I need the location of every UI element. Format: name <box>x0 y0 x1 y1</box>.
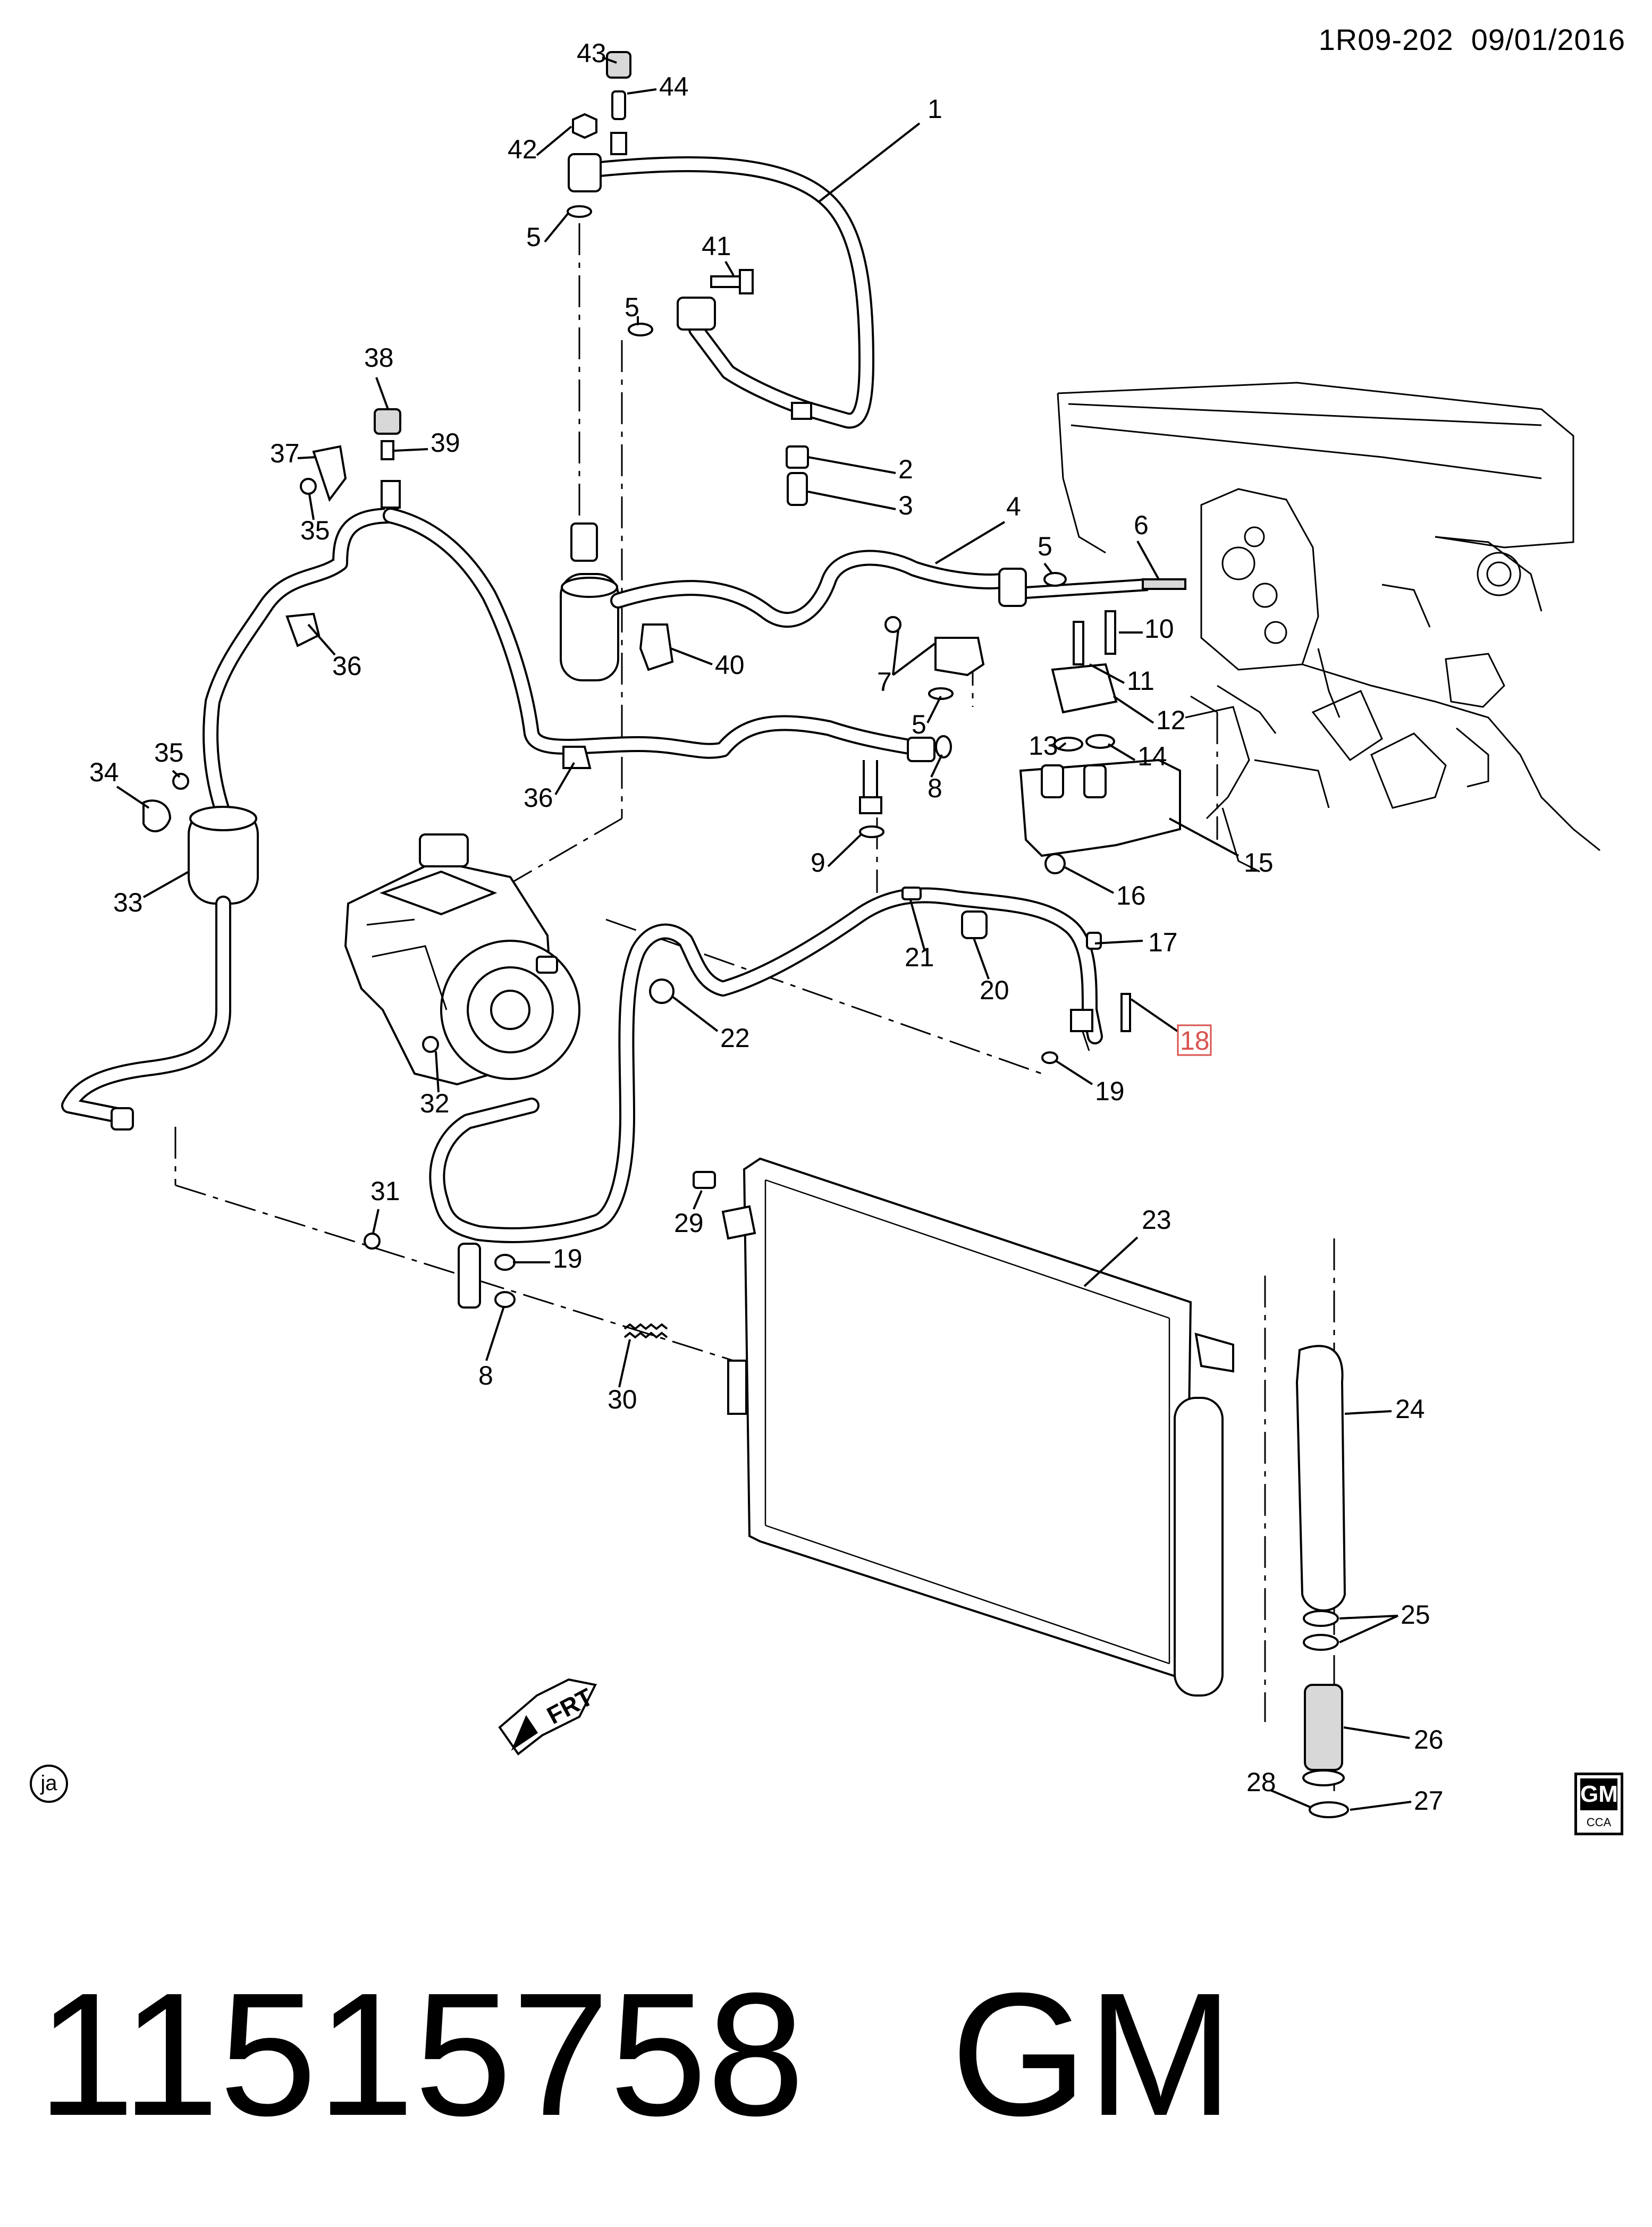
hose-4 <box>610 550 1186 628</box>
brand-name: GM <box>950 1956 1234 2152</box>
callout-1: 1 <box>928 94 942 124</box>
callout-32: 32 <box>420 1089 450 1118</box>
callout-6: 6 <box>1134 510 1149 540</box>
gm-logo-sub: CCA <box>1586 1816 1612 1829</box>
callout-19: 19 <box>553 1244 583 1273</box>
artist-initials: ja <box>40 1772 57 1795</box>
callout-36: 36 <box>524 783 553 813</box>
hose-1 <box>568 153 874 429</box>
spring-30 <box>623 1323 668 1339</box>
callout-40: 40 <box>715 650 745 680</box>
callout-18: 18 <box>1180 1026 1210 1056</box>
expansion-valve <box>1019 610 1181 874</box>
bracket-7 <box>884 616 985 700</box>
callout-8: 8 <box>928 773 942 803</box>
callout-7: 7 <box>877 667 892 697</box>
upper-service-fittings <box>300 408 401 502</box>
diagram-date: 09/01/2016 <box>1471 23 1625 56</box>
callout-22: 22 <box>720 1023 750 1053</box>
callout-15: 15 <box>1244 848 1274 878</box>
callout-5: 5 <box>1038 532 1052 561</box>
part-number-caption: 11515758 GM <box>37 1967 1233 2142</box>
callout-34: 34 <box>89 757 119 787</box>
diagram-code: 1R09-202 <box>1318 23 1454 56</box>
callout-38: 38 <box>364 343 394 373</box>
callout-26: 26 <box>1414 1725 1444 1754</box>
artist-initials-badge: ja <box>30 1765 68 1803</box>
callout-14: 14 <box>1137 741 1167 771</box>
callout-43: 43 <box>577 38 606 68</box>
callout-19: 19 <box>1095 1076 1125 1106</box>
callout-31: 31 <box>370 1176 400 1206</box>
callout-5: 5 <box>526 222 541 252</box>
liquid-line <box>203 480 952 838</box>
receiver-drier <box>61 773 259 1131</box>
callout-17: 17 <box>1148 927 1178 957</box>
callout-42: 42 <box>508 134 537 164</box>
callout-8: 8 <box>478 1361 493 1390</box>
callout-2: 2 <box>898 454 913 484</box>
callout-24: 24 <box>1395 1394 1425 1424</box>
callout-20: 20 <box>980 975 1009 1005</box>
leader-lines <box>116 56 1412 1811</box>
condenser <box>693 1157 1234 1697</box>
callout-9: 9 <box>811 848 825 878</box>
callout-41: 41 <box>702 231 731 261</box>
callout-4: 4 <box>1006 492 1021 521</box>
callout-12: 12 <box>1156 705 1186 735</box>
compressor <box>344 833 580 1086</box>
gm-logo-main: GM <box>1580 1778 1618 1810</box>
callout-16: 16 <box>1116 881 1146 910</box>
callout-25: 25 <box>1401 1600 1430 1630</box>
callout-23: 23 <box>1142 1205 1171 1235</box>
desiccant-assembly <box>1295 1345 1349 1818</box>
callout-21: 21 <box>905 942 934 972</box>
callout-37: 37 <box>270 438 300 468</box>
accumulator <box>560 522 619 681</box>
service-caps <box>567 51 754 336</box>
callout-highlight-box <box>1177 1024 1212 1056</box>
callout-11: 11 <box>1127 666 1154 696</box>
callout-33: 33 <box>113 888 143 917</box>
callout-35: 35 <box>154 738 184 767</box>
callout-39: 39 <box>431 428 460 458</box>
diagram-reference-header: 1R09-202 09/01/2016 <box>1319 22 1625 57</box>
vehicle-body-outline <box>1057 382 1600 873</box>
callout-10: 10 <box>1144 614 1174 644</box>
callout-5: 5 <box>912 710 926 739</box>
callout-13: 13 <box>1029 731 1058 761</box>
callout-35: 35 <box>300 516 330 545</box>
callout-36: 36 <box>332 651 362 681</box>
condenser-line <box>364 887 1131 1309</box>
callout-5: 5 <box>625 292 639 322</box>
pressure-switch <box>786 445 809 506</box>
clip-40 <box>639 623 674 671</box>
callout-28: 28 <box>1246 1767 1276 1797</box>
part-number: 11515758 <box>37 1956 805 2152</box>
callout-29: 29 <box>674 1208 704 1238</box>
callout-30: 30 <box>608 1385 637 1414</box>
callout-3: 3 <box>898 491 913 520</box>
gm-logo: GM CCA <box>1574 1773 1623 1835</box>
front-direction-arrow: FRT <box>498 1678 597 1756</box>
callout-27: 27 <box>1414 1786 1444 1816</box>
callout-44: 44 <box>659 72 689 102</box>
